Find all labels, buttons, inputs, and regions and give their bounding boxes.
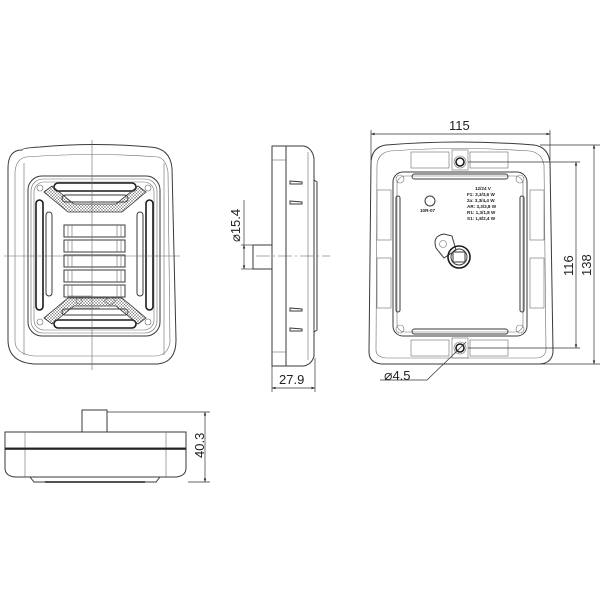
spec-voltage: 12/24 V bbox=[475, 186, 491, 191]
spec-line-2: 2a: 3,3/4,4 W bbox=[467, 198, 495, 203]
dim-rear-hole-diameter: ⌀4.5 bbox=[384, 368, 411, 382]
dim-rear-width: 115 bbox=[449, 118, 470, 133]
spec-line-4: R1: 1,3/1,8 W bbox=[467, 210, 496, 215]
dim-rear-height: 138 bbox=[579, 254, 594, 276]
spec-line-3: AR: 3,3/3,8 W bbox=[467, 204, 497, 209]
side-view bbox=[241, 145, 330, 392]
spec-approval: 10R-07 bbox=[420, 208, 436, 213]
spec-line-5: S1: 1,8/2,4 W bbox=[467, 216, 496, 221]
dim-rear-hole-spacing: 116 bbox=[561, 255, 576, 276]
connector-diameter-value: 15.4 bbox=[228, 208, 243, 235]
louvre-stack bbox=[63, 224, 126, 298]
spec-line-1: F1: 3,3/3,6 W bbox=[467, 192, 495, 197]
dim-side-depth: 27.9 bbox=[279, 372, 305, 387]
hole-diameter-value: 4.5 bbox=[392, 368, 411, 383]
dim-side-connector-diameter: ⌀15.4 bbox=[228, 208, 243, 242]
front-view bbox=[4, 140, 180, 370]
dim-bottom-height: 40.3 bbox=[192, 432, 207, 458]
diameter-symbol: ⌀ bbox=[228, 234, 243, 242]
rear-view bbox=[368, 130, 600, 381]
diameter-symbol: ⌀ bbox=[384, 367, 393, 383]
bottom-view bbox=[4, 409, 210, 483]
